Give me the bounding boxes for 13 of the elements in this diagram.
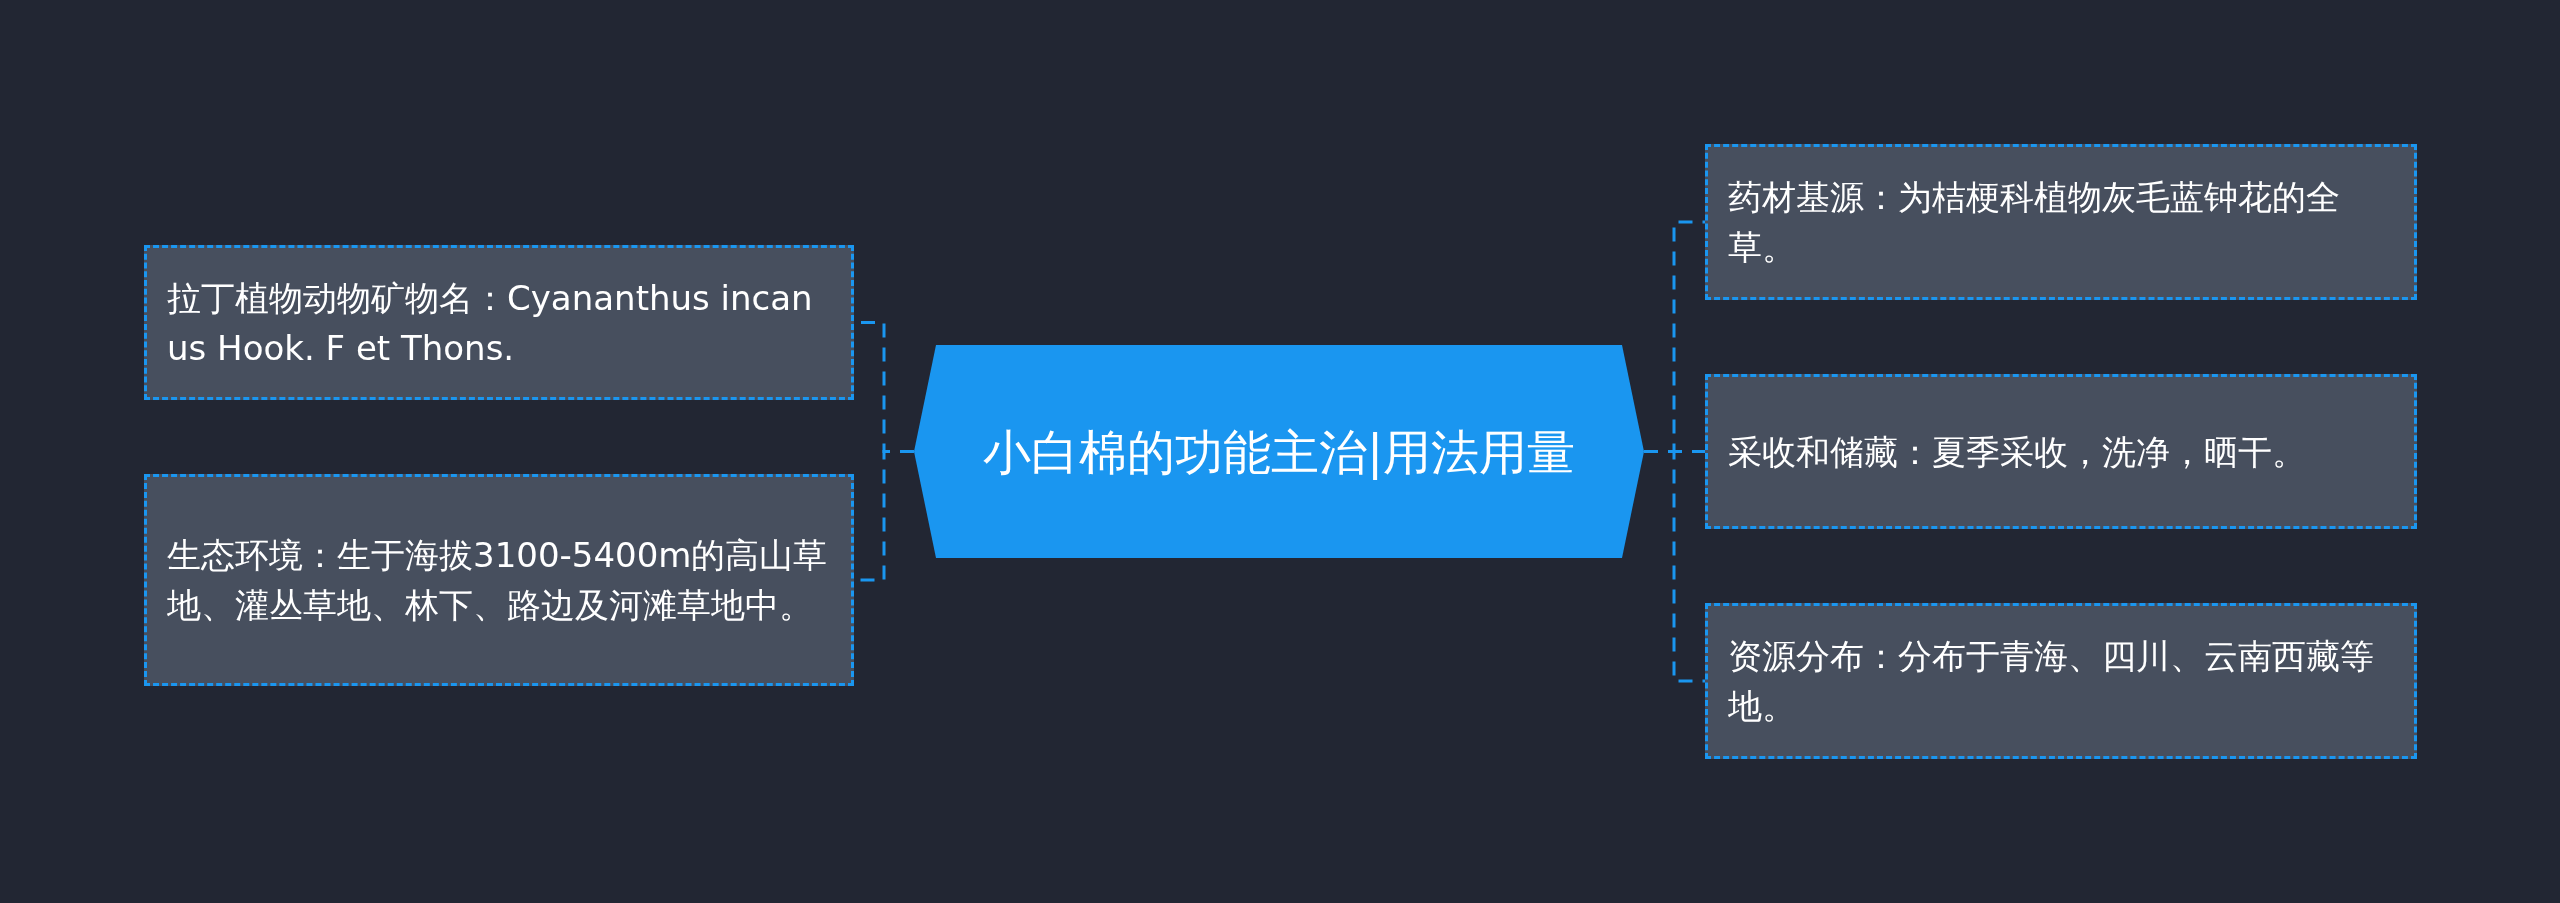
topic-box bbox=[144, 245, 854, 400]
topic-text: 拉丁植物动物矿物名：Cyananthus incanus Hook. F et Thons. bbox=[167, 276, 814, 370]
connector-line bbox=[1644, 450, 1705, 683]
topic-text: 资源分布：分布于青海、四川、云南西藏等地。 bbox=[1728, 635, 2375, 728]
topic-box bbox=[1705, 144, 2417, 300]
topic-text: 生态环境：生于海拔3100-5400m的高山草地、灌丛草地、林下、路边及河滩草地中。 bbox=[167, 534, 829, 627]
topic-text: 小白棉的功能主治|用法用量 bbox=[982, 422, 1576, 482]
topic-box bbox=[144, 474, 854, 686]
topic-hexagon bbox=[914, 345, 1644, 558]
topic-text: 采收和储藏：夏季采收，洗净，晒干。 bbox=[1728, 430, 2306, 474]
topic-text: 药材基源：为桔梗科植物灰毛蓝钟花的全草。 bbox=[1728, 176, 2341, 269]
topic-box bbox=[1705, 374, 2417, 529]
topic-box bbox=[1705, 603, 2417, 759]
